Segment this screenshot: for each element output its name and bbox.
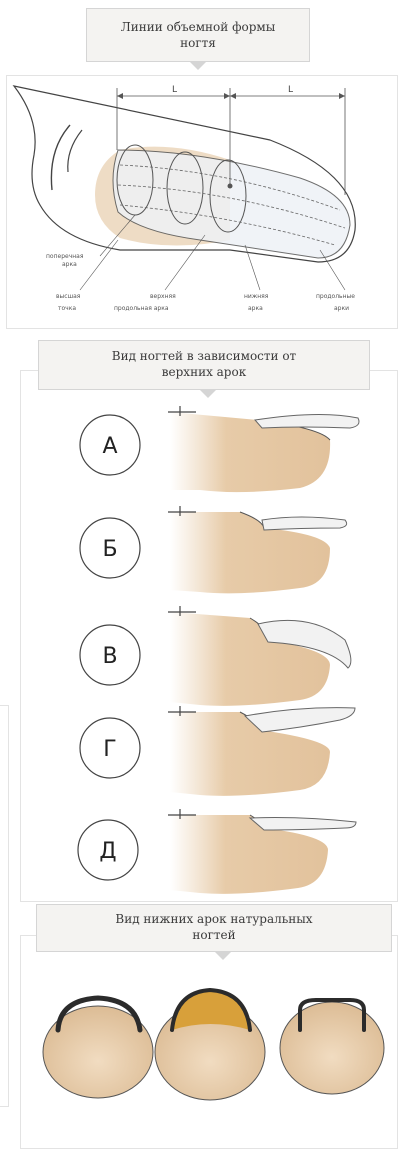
dim-arrow-2 [224, 93, 230, 99]
label-highest-2: точка [58, 305, 76, 312]
lower-arch-3 [280, 1000, 384, 1094]
nail-g [245, 708, 355, 732]
label-lower-2: арка [248, 305, 263, 312]
label-upper-1: верхняя [150, 293, 176, 300]
nail-profile-a: А [80, 406, 359, 492]
cuticle-line-outer [51, 125, 70, 190]
dim-label-left: L [172, 85, 177, 95]
dim-arrow-4 [339, 93, 345, 99]
circle-label-b: Б [102, 537, 117, 562]
label-longitudinal-1: продольные [316, 293, 355, 300]
nail-profile-e: Д [78, 809, 356, 894]
dim-arrow-1 [117, 93, 123, 99]
circle-label-d: Д [99, 839, 116, 864]
leader-highest [80, 240, 118, 290]
lower-arch-1 [43, 998, 153, 1098]
label-longitudinal-2: арки [334, 305, 349, 312]
cuticle-line-inner [68, 130, 82, 172]
nail-profile-c: В [80, 606, 351, 706]
finger-pad-3 [280, 1002, 384, 1094]
circle-label-c: В [102, 644, 117, 669]
nail-d [250, 818, 356, 831]
lower-arch-2 [155, 990, 265, 1100]
nail-a [255, 414, 359, 428]
label-transverse-2: арка [62, 261, 77, 268]
dim-label-right: L [288, 85, 293, 95]
label-lower-1: нижняя [244, 293, 269, 300]
label-upper-2: продольная арка [114, 305, 169, 312]
nail-profile-b: Б [80, 506, 347, 593]
dim-arrow-3 [230, 93, 236, 99]
nail-profile-d: Г [80, 706, 355, 796]
finger-diagram: L L поперечная арка высшая точка верхняя… [14, 85, 355, 312]
label-transverse-1: поперечная [46, 253, 84, 260]
leader-lower [245, 245, 260, 290]
label-highest-1: высшая [56, 293, 81, 300]
circle-label-g: Г [103, 737, 116, 762]
arch-2-gold [172, 990, 250, 1030]
circle-label-a: А [102, 434, 117, 459]
nail-b [262, 517, 347, 530]
